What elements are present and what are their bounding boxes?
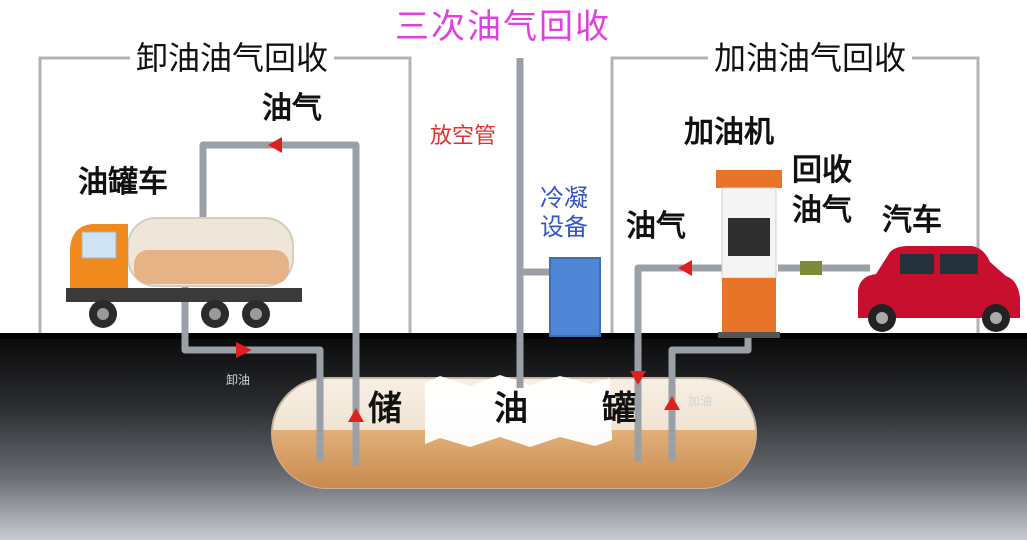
ground-surface-line <box>0 333 1027 339</box>
flow-arrow-icon <box>268 137 282 153</box>
recover-vapor-line-2: 油气 <box>792 193 852 228</box>
dispenser-label: 加油机 <box>684 115 774 150</box>
unload-oil-small-label: 卸油 <box>226 373 251 387</box>
tank-label-char-2: 油 <box>494 389 528 429</box>
refuel-oil-small-label: 加油 <box>688 394 713 408</box>
condenser-label: 冷凝 设备 <box>540 184 588 242</box>
condenser-label-line-1: 冷凝 <box>540 184 588 212</box>
tanker-truck-icon <box>66 217 302 328</box>
flow-arrow-icon <box>630 371 646 385</box>
tank-label-char-1: 储 <box>368 389 402 429</box>
vent-pipe-label: 放空管 <box>430 124 497 149</box>
vapor-label-top: 油气 <box>262 91 322 126</box>
refuel-section-title: 加油油气回收 <box>708 42 913 74</box>
recover-vapor-line-1: 回收 <box>792 153 852 188</box>
car-label: 汽车 <box>882 203 942 238</box>
flow-arrow-icon <box>678 260 692 276</box>
tanker-label: 油罐车 <box>78 165 168 200</box>
condenser-label-line-2: 设备 <box>540 212 588 241</box>
flow-arrow-icon <box>348 408 364 422</box>
flow-arrow-icon <box>664 396 680 410</box>
nozzle-icon <box>800 261 822 275</box>
fuel-dispenser-icon <box>716 170 782 338</box>
vapor-label-right: 油气 <box>626 209 686 244</box>
unload-oil-pipe <box>181 285 324 462</box>
flow-arrow-icon <box>236 342 252 358</box>
tank-label-char-3: 罐 <box>602 389 636 429</box>
condenser-unit-icon <box>549 257 601 337</box>
refuel-vapor-pipe <box>634 264 722 462</box>
flow-arrows <box>236 137 692 422</box>
top-title: 三次油气回收 <box>395 7 611 47</box>
unload-section-title: 卸油油气回收 <box>130 42 335 74</box>
car-icon <box>858 246 1020 332</box>
